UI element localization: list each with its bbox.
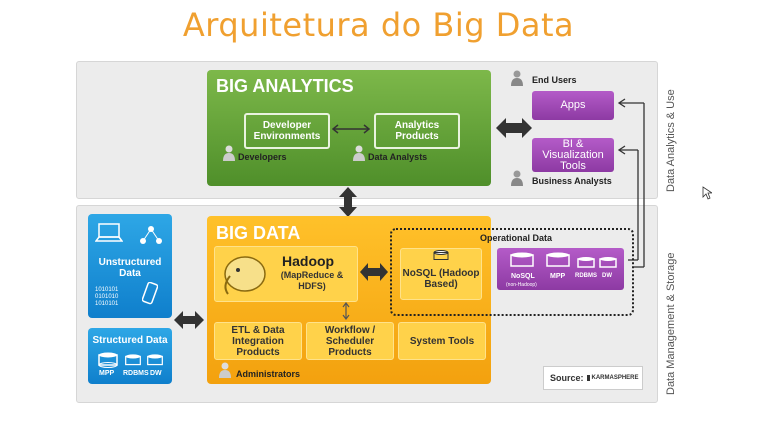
end-users-label: End Users bbox=[532, 75, 577, 85]
analytics-use-arrow-icon bbox=[496, 118, 532, 138]
operational-feedback-arrows-icon bbox=[617, 98, 645, 268]
structured-mpp-label: MPP bbox=[99, 370, 115, 377]
operational-data-label: Operational Data bbox=[480, 233, 553, 243]
unstructured-data-label: Unstructured Data bbox=[98, 257, 162, 279]
op-dw-label: DW bbox=[602, 273, 612, 279]
hadoop-sub-label: (MapReduce & HDFS) bbox=[280, 270, 344, 291]
unstructured-data-box bbox=[88, 214, 172, 318]
mobile-phone-icon bbox=[142, 282, 158, 305]
nosql-db-icon bbox=[433, 250, 449, 260]
op-nosql-sub-label: (non-Hadoop) bbox=[506, 282, 537, 288]
structured-dw-label: DW bbox=[150, 370, 162, 377]
op-nosql-db-icon bbox=[510, 252, 534, 267]
source-credit: Source: KARMASPHERE bbox=[543, 366, 643, 390]
laptop-icon bbox=[95, 223, 123, 242]
mpp-db-icon bbox=[98, 352, 118, 368]
network-icon bbox=[140, 226, 162, 244]
developer-person-icon bbox=[223, 145, 235, 161]
big-analytics-box bbox=[207, 70, 491, 186]
analytics-products-box: Analytics Products bbox=[374, 113, 460, 149]
developer-environments-box: Developer Environments bbox=[244, 113, 330, 149]
op-rdbms-db-icon bbox=[577, 257, 595, 268]
system-tools-box: System Tools bbox=[398, 322, 486, 360]
business-analysts-label: Business Analysts bbox=[532, 176, 612, 186]
source-prefix: Source: bbox=[550, 373, 584, 383]
end-user-person-icon bbox=[511, 70, 523, 86]
structured-rdbms-label: RDBMS bbox=[123, 370, 149, 377]
karmasphere-logo: KARMASPHERE bbox=[586, 375, 639, 381]
bi-visualization-tools-box: BI & Visualization Tools bbox=[532, 138, 614, 172]
op-mpp-label: MPP bbox=[550, 273, 566, 280]
side-label-analytics: Data Analytics & Use bbox=[665, 89, 677, 192]
sources-bigdata-arrow-icon bbox=[174, 311, 204, 329]
hadoop-elephant-icon bbox=[224, 256, 266, 295]
page-title: Arquitetura do Big Data bbox=[182, 6, 575, 44]
developers-label: Developers bbox=[238, 152, 287, 162]
apps-box: Apps bbox=[532, 91, 614, 120]
big-data-title: BIG DATA bbox=[216, 223, 301, 243]
nosql-hadoop-box: NoSQL (Hadoop Based) bbox=[400, 248, 482, 300]
binary-text: 1010101 0101010 1010101 bbox=[95, 287, 119, 307]
mouse-cursor-icon bbox=[702, 186, 712, 200]
hadoop-label: Hadoop bbox=[282, 253, 335, 269]
big-analytics-title: BIG ANALYTICS bbox=[216, 76, 354, 96]
workflow-scheduler-box: Workflow / Scheduler Products bbox=[306, 322, 394, 360]
rdbms-db-icon bbox=[125, 354, 141, 366]
operational-data-region bbox=[390, 228, 634, 316]
structured-data-label: Structured Data bbox=[92, 335, 168, 346]
administrator-person-icon bbox=[219, 362, 231, 378]
analytics-bigdata-arrow-icon bbox=[339, 187, 357, 217]
data-analyst-person-icon bbox=[353, 145, 365, 161]
op-nosql-label: NoSQL bbox=[511, 273, 535, 280]
hadoop-tools-arrow-icon bbox=[342, 302, 350, 320]
op-mpp-db-icon bbox=[546, 252, 570, 267]
op-dw-db-icon bbox=[599, 257, 617, 268]
data-analysts-label: Data Analysts bbox=[368, 152, 428, 162]
hadoop-nosql-arrow-icon bbox=[360, 263, 388, 281]
dw-db-icon bbox=[147, 354, 163, 366]
administrators-label: Administrators bbox=[236, 369, 301, 379]
op-rdbms-label: RDBMS bbox=[575, 273, 597, 279]
etl-integration-box: ETL & Data Integration Products bbox=[214, 322, 302, 360]
business-analyst-person-icon bbox=[511, 170, 523, 186]
side-label-storage: Data Management & Storage bbox=[665, 252, 677, 395]
double-arrow-icon bbox=[331, 124, 371, 134]
